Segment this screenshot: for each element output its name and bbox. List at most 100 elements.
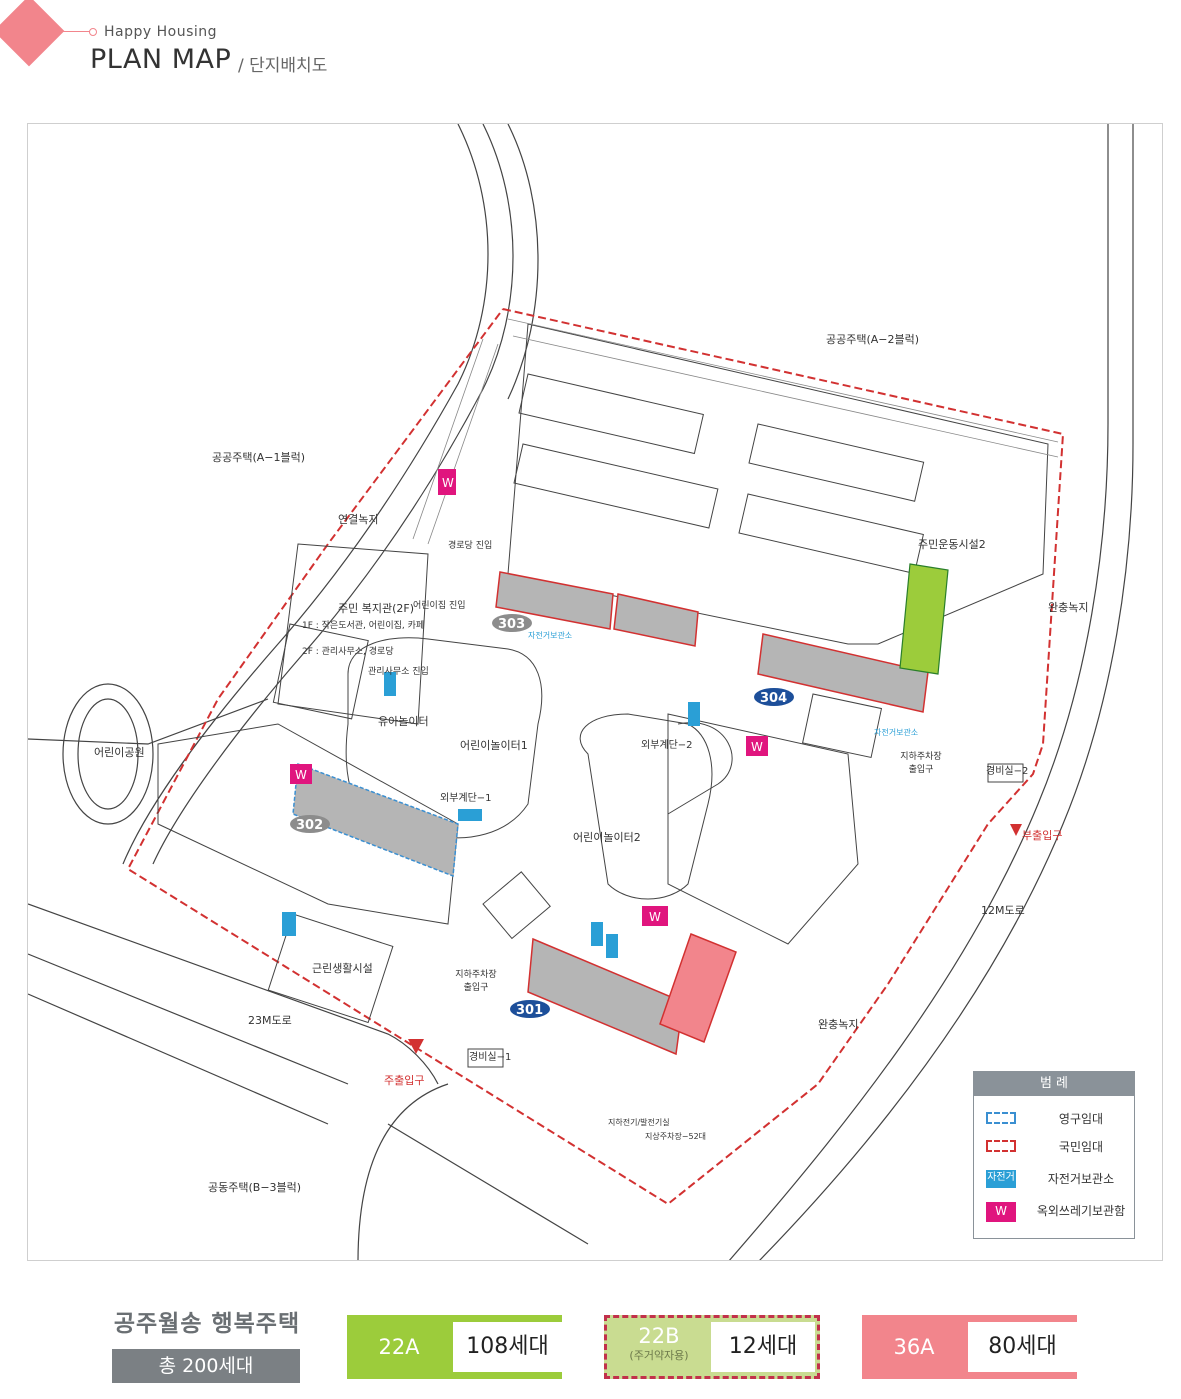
label-fitness-2: 주민운동시설2 (918, 538, 986, 551)
bike-storage-icon (688, 702, 700, 726)
blue-dashed-icon (986, 1112, 1016, 1124)
building-303-group (495, 571, 699, 647)
unit-type-36a: 36A 80세대 (862, 1315, 1077, 1379)
label-b3: 공동주택(B−3블럭) (208, 1181, 302, 1194)
svg-text:W: W (295, 768, 307, 782)
unit-type-22b: 22B (주거약자용) 12세대 (604, 1315, 820, 1379)
label-mgmt-entry: 관리사무소 진입 (368, 667, 429, 677)
bike-storage-icon (606, 934, 618, 958)
play-area-2 (579, 713, 713, 900)
stall-edge-north (507, 318, 1059, 443)
building-301-badge (510, 1000, 550, 1018)
underground-ramp-1 (802, 693, 883, 759)
unit-type-22a: 22A 108세대 (347, 1315, 562, 1379)
waste-bin-icon: W (986, 1202, 1016, 1222)
stall-edge-north-2 (512, 335, 1059, 458)
header-subtitle: Happy Housing (104, 24, 218, 40)
west-road-line-1 (122, 124, 489, 865)
waste-bin-icon (438, 469, 456, 495)
label-buffer-green-1: 완충녹지 (1048, 601, 1089, 614)
convenience-facility (267, 913, 394, 1024)
total-units: 총 200세대 (112, 1349, 300, 1383)
south-road-line-2 (28, 953, 349, 1085)
waste-bin-icon (642, 906, 668, 926)
unit-type-22b-note: (주거약자용) (629, 1349, 689, 1362)
label-convenience: 근린생활시설 (312, 962, 373, 975)
legend-row-national: 국민임대 (974, 1134, 1134, 1160)
label-guard-1: 경비실−1 (469, 1052, 512, 1063)
south-road-line-3 (28, 993, 329, 1125)
east-road-line-2 (759, 124, 1134, 1260)
unit-type-22b-code: 22B (638, 1324, 680, 1348)
stall-edge-west-2 (412, 338, 484, 540)
guard-house-1 (467, 1048, 504, 1068)
building-303-a (495, 571, 614, 630)
label-ug-parking: 지상주차장−52대 (645, 1132, 707, 1141)
map-legend: 범 례 영구임대 국민임대 자전거 자전거보관소 W 옥외쓰레기보관함 (973, 1071, 1135, 1239)
label-guard-2: 경비실−2 (986, 766, 1029, 777)
legend-label-waste: 옥외쓰레기보관함 (1036, 1204, 1126, 1218)
community-hall (277, 543, 429, 725)
parking-row-2 (513, 443, 719, 529)
header-diamond-icon (0, 0, 65, 67)
label-ug-entry-1: 지하주차장 출입구 (455, 970, 497, 993)
svg-text:W: W (649, 910, 661, 924)
svg-text:W: W (442, 476, 454, 490)
unit-type-22b-label: 22B (주거약자용) (607, 1318, 711, 1376)
page-title: PLAN MAP (90, 44, 232, 75)
label-community-hall-2f: 2F : 관리사무소, 경로당 (302, 647, 394, 657)
guard-house-2 (987, 763, 1024, 783)
building-303-badge (492, 614, 532, 632)
unit-type-36a-count: 80세대 (968, 1322, 1077, 1372)
site-plan-drawing: 303 304 302 301 W W W W (28, 124, 1134, 1260)
legend-row-waste: W 옥외쓰레기보관함 (974, 1198, 1134, 1224)
label-senior-entry: 경로당 진입 (448, 541, 493, 551)
header-dot (89, 28, 97, 36)
west-road-line-3 (507, 124, 539, 400)
building-304-badge (754, 688, 794, 706)
label-ext-stair-1: 외부계단−1 (440, 793, 492, 804)
parking-row-4 (738, 493, 924, 575)
park-path (28, 698, 269, 745)
south-road-line-4 (387, 1123, 589, 1245)
label-road-12m: 12M도로 (981, 904, 1025, 917)
building-304-badge-text: 304 (760, 691, 787, 706)
legend-row-permanent: 영구임대 (974, 1106, 1134, 1132)
label-ug-entry-2: 지하주차장 출입구 (900, 752, 942, 775)
site-plan-map: 303 304 302 301 W W W W (27, 123, 1163, 1261)
building-304-a (757, 633, 929, 713)
unit-type-22b-count: 12세대 (711, 1322, 815, 1372)
legend-row-bike: 자전거 자전거보관소 (974, 1166, 1134, 1192)
community-hall-grid (272, 623, 369, 720)
label-community-hall-1f: 1F : 작은도서관, 어린이집, 카페 (302, 621, 425, 631)
building-303-b (613, 593, 699, 647)
waste-bin-icon (746, 736, 768, 756)
waste-bin-icon (290, 764, 312, 784)
label-ext-stair-2: 외부계단−2 (641, 740, 693, 751)
complex-name: 공주월송 행복주택 (113, 1311, 301, 1337)
legend-label-bike: 자전거보관소 (1047, 1172, 1115, 1186)
label-childrens-park: 어린이공원 (94, 746, 145, 759)
building-304-b (899, 563, 949, 675)
building-301-a (527, 937, 684, 1056)
sub-entrance-arrow-icon (1010, 824, 1022, 836)
label-community-hall: 주민 복지관(2F) (338, 602, 415, 615)
stall-edge-west (427, 343, 499, 545)
building-301-badge-text: 301 (516, 1003, 543, 1018)
label-toddler-play: 유아놀이터 (378, 715, 429, 728)
svg-text:W: W (751, 740, 763, 754)
label-daycare-entry: 어린이집 진입 (413, 601, 466, 611)
bike-storage-icon (384, 672, 396, 696)
label-bike-304: 자전거보관소 (874, 728, 919, 737)
parking-row-1 (518, 373, 704, 455)
label-kids-play-2: 어린이놀이터2 (573, 831, 641, 844)
label-sub-entrance: 부출입구 (1022, 829, 1063, 842)
east-road-line-1 (728, 124, 1109, 1260)
unit-type-22a-label: 22A (378, 1335, 420, 1359)
building-303-badge-text: 303 (498, 617, 525, 632)
bike-storage-icon (458, 809, 482, 821)
site-boundary (126, 308, 1065, 1206)
south-curve-road (357, 1083, 449, 1260)
legend-title: 범 례 (974, 1072, 1134, 1096)
legend-label-national: 국민임대 (1058, 1140, 1104, 1154)
